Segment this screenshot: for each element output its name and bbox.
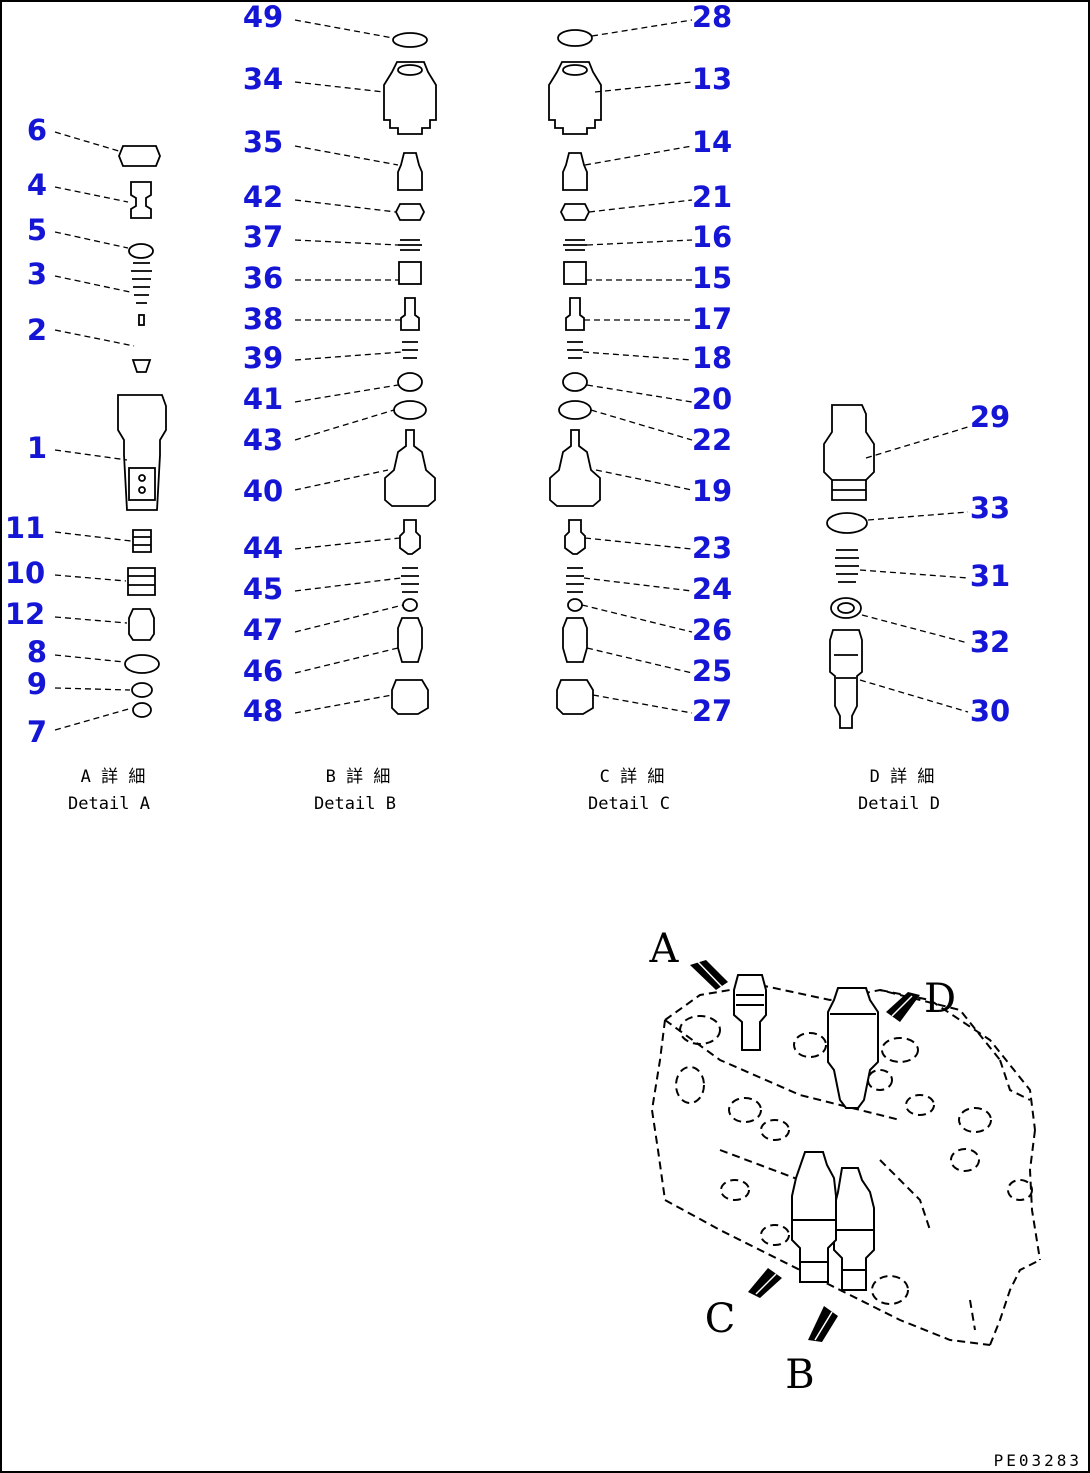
callout-36: 36 [243, 261, 283, 295]
detail-b-leaders [294, 19, 404, 714]
detail-captions: A 詳 細 Detail A B 詳 細 Detail B C 詳 細 Deta… [68, 767, 940, 814]
view-arrow-d-icon [886, 992, 920, 1022]
callout-37: 37 [243, 220, 283, 254]
callout-6: 6 [27, 113, 47, 147]
callout-34: 34 [243, 62, 283, 96]
callout-28: 28 [692, 0, 732, 34]
view-label-c: C [705, 1296, 736, 1342]
view-label-d: D [924, 976, 956, 1022]
detail-d-subtitle: Detail D [858, 794, 940, 814]
view-label-a: A [649, 926, 680, 972]
callout-24: 24 [692, 572, 732, 606]
callout-43: 43 [243, 423, 283, 457]
callout-9: 9 [27, 667, 47, 701]
detail-b-callouts: 49 34 35 42 37 36 38 39 41 43 40 44 45 4… [243, 0, 283, 728]
callout-41: 41 [243, 382, 283, 416]
detail-b-title: B 詳 細 [326, 767, 391, 787]
callout-31: 31 [970, 559, 1010, 593]
callout-49: 49 [243, 0, 283, 34]
view-arrow-a-icon [690, 960, 728, 990]
callout-7: 7 [27, 715, 47, 749]
assembly-valve-c [791, 1151, 837, 1283]
callout-22: 22 [692, 423, 732, 457]
drawing-code: PE03283 [994, 1451, 1082, 1470]
callout-16: 16 [692, 220, 732, 254]
callout-12: 12 [5, 597, 45, 631]
callout-29: 29 [970, 400, 1010, 434]
callout-3: 3 [27, 257, 47, 291]
detail-b-parts [383, 32, 437, 715]
detail-a-subtitle: Detail A [68, 794, 150, 814]
callout-47: 47 [243, 613, 283, 647]
detail-c-subtitle: Detail C [588, 794, 670, 814]
detail-b-subtitle: Detail B [314, 794, 396, 814]
detail-c-callouts: 28 13 14 21 16 15 17 18 20 22 19 23 24 2… [692, 0, 732, 728]
assembly-plug-d [827, 987, 879, 1109]
callout-32: 32 [970, 625, 1010, 659]
callout-48: 48 [243, 694, 283, 728]
detail-d-parts [823, 404, 875, 729]
callout-5: 5 [27, 213, 47, 247]
callout-39: 39 [243, 341, 283, 375]
detail-a-title: A 詳 細 [81, 767, 146, 787]
callout-45: 45 [243, 572, 283, 606]
callout-8: 8 [27, 635, 47, 669]
detail-a-callouts: 6 4 5 3 2 1 11 10 12 8 9 7 [5, 113, 47, 749]
callout-10: 10 [5, 556, 45, 590]
callout-25: 25 [692, 654, 732, 688]
callout-27: 27 [692, 694, 732, 728]
detail-d-leaders [859, 426, 969, 713]
detail-a-leaders [54, 131, 135, 731]
view-arrow-b-icon [808, 1306, 838, 1342]
callout-11: 11 [5, 511, 45, 545]
callout-21: 21 [692, 180, 732, 214]
assembly-plug-a [733, 974, 767, 1051]
detail-c-parts [548, 29, 602, 715]
callout-18: 18 [692, 341, 732, 375]
assembly-valve-b [833, 1167, 875, 1291]
callout-33: 33 [970, 491, 1010, 525]
detail-a-parts [117, 145, 167, 718]
callout-14: 14 [692, 125, 732, 159]
callout-30: 30 [970, 694, 1010, 728]
callout-23: 23 [692, 531, 732, 565]
callout-35: 35 [243, 125, 283, 159]
callout-4: 4 [27, 168, 47, 202]
detail-d-callouts: 29 33 31 32 30 [970, 400, 1010, 728]
callout-1: 1 [27, 431, 47, 465]
detail-c-leaders [581, 19, 693, 714]
callout-42: 42 [243, 180, 283, 214]
callout-46: 46 [243, 654, 283, 688]
callout-40: 40 [243, 474, 283, 508]
callout-26: 26 [692, 613, 732, 647]
view-label-b: B [785, 1352, 814, 1398]
callout-38: 38 [243, 302, 283, 336]
callout-44: 44 [243, 531, 283, 565]
valve-body-assembly [650, 983, 1041, 1346]
callout-13: 13 [692, 62, 732, 96]
view-arrow-c-icon [748, 1268, 782, 1298]
detail-d-title: D 詳 細 [870, 767, 935, 787]
callout-20: 20 [692, 382, 732, 416]
callout-17: 17 [692, 302, 732, 336]
callout-2: 2 [27, 313, 47, 347]
detail-c-title: C 詳 細 [600, 767, 665, 787]
callout-15: 15 [692, 261, 732, 295]
callout-19: 19 [692, 474, 732, 508]
